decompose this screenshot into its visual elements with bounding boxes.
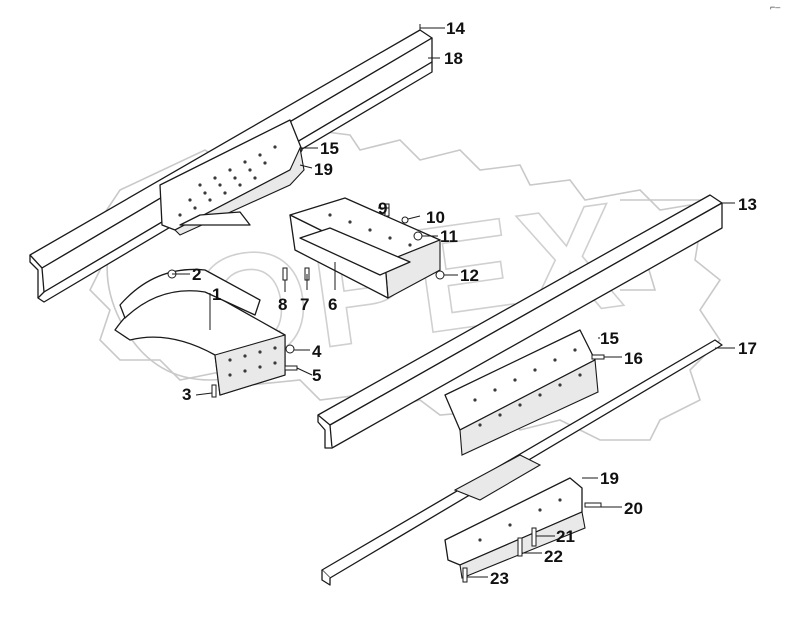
callout-4: 4 [312, 342, 322, 361]
leader-lines [172, 27, 735, 578]
callout-8: 8 [278, 295, 287, 314]
corner-mark: ⌐– [770, 2, 780, 12]
angle-bar [321, 339, 723, 586]
callout-1: 1 [212, 285, 221, 304]
callout-6: 6 [328, 295, 337, 314]
callout-16: 16 [624, 349, 643, 368]
cross-member [289, 197, 441, 299]
front-bracket [114, 268, 286, 396]
callout-3: 3 [182, 385, 191, 404]
callout-12: 12 [460, 266, 479, 285]
fasteners [167, 203, 605, 583]
callout-19-upper: 19 [314, 160, 333, 179]
callouts: 14 18 15 19 9 10 11 12 13 2 1 8 7 6 4 5 … [182, 19, 757, 588]
lower-reinforcement-plate [444, 329, 599, 456]
callout-22: 22 [544, 547, 563, 566]
callout-20: 20 [624, 499, 643, 518]
callout-11: 11 [440, 227, 458, 246]
callout-23: 23 [490, 569, 509, 588]
callout-13: 13 [738, 195, 757, 214]
callout-19-lower: 19 [600, 469, 619, 488]
callout-5: 5 [312, 366, 321, 385]
upper-reinforcement-plate [159, 119, 305, 236]
callout-7: 7 [300, 295, 309, 314]
callout-9: 9 [378, 199, 387, 218]
callout-15-upper: 15 [320, 139, 339, 158]
callout-14: 14 [446, 19, 465, 38]
callout-17-label: 17 [738, 339, 757, 358]
callout-15-lower: 15 [600, 329, 619, 348]
callout-10: 10 [426, 208, 445, 227]
callout-21: 21 [556, 527, 575, 546]
callout-2: 2 [192, 265, 201, 284]
upper-plate-holes [178, 145, 277, 217]
callout-18: 18 [444, 49, 463, 68]
lower-frame-rail [317, 194, 723, 449]
